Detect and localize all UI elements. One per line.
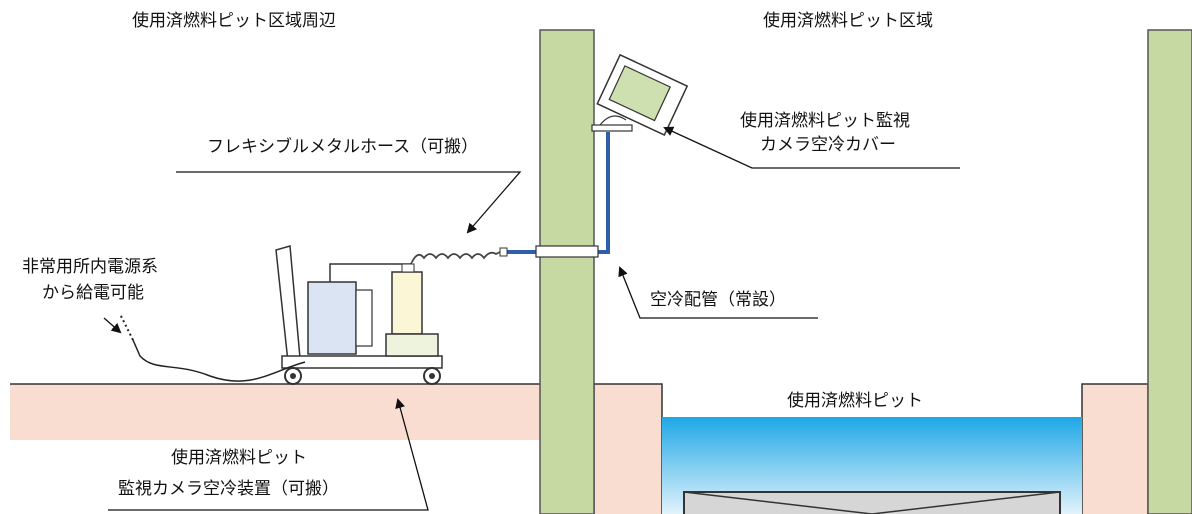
left-region-title: 使用済燃料ピット区域周辺: [132, 11, 336, 31]
pit-label: 使用済燃料ピット: [787, 391, 923, 411]
camera-cooling-cover: [591, 53, 689, 137]
fuel-rack: [683, 491, 1061, 514]
right-wall: [1147, 29, 1192, 514]
device-label-line1: 使用済燃料ピット: [171, 448, 307, 468]
camera-cover-label-line1: 使用済燃料ピット監視: [740, 111, 910, 131]
center-wall: [539, 29, 595, 514]
right-region-title: 使用済燃料ピット区域: [763, 11, 933, 31]
hose-label: フレキシブルメタルホース（可搬）: [207, 137, 479, 157]
power-label-line1: 非常用所内電源系: [22, 257, 158, 277]
flexible-hose: [411, 251, 501, 263]
pipe-label: 空冷配管（常設）: [650, 290, 786, 310]
cooling-device-cart: [119, 245, 443, 385]
power-label-line2: から給電可能: [42, 283, 144, 303]
camera-cover-label-line2: カメラ空冷カバー: [760, 135, 896, 155]
floor-left: [10, 383, 540, 440]
leader-lines: [103, 126, 960, 511]
device-label-line2: 監視カメラ空冷装置（可搬）: [118, 479, 339, 499]
air-pipe: [499, 132, 610, 258]
pit-walls: [593, 383, 1149, 514]
